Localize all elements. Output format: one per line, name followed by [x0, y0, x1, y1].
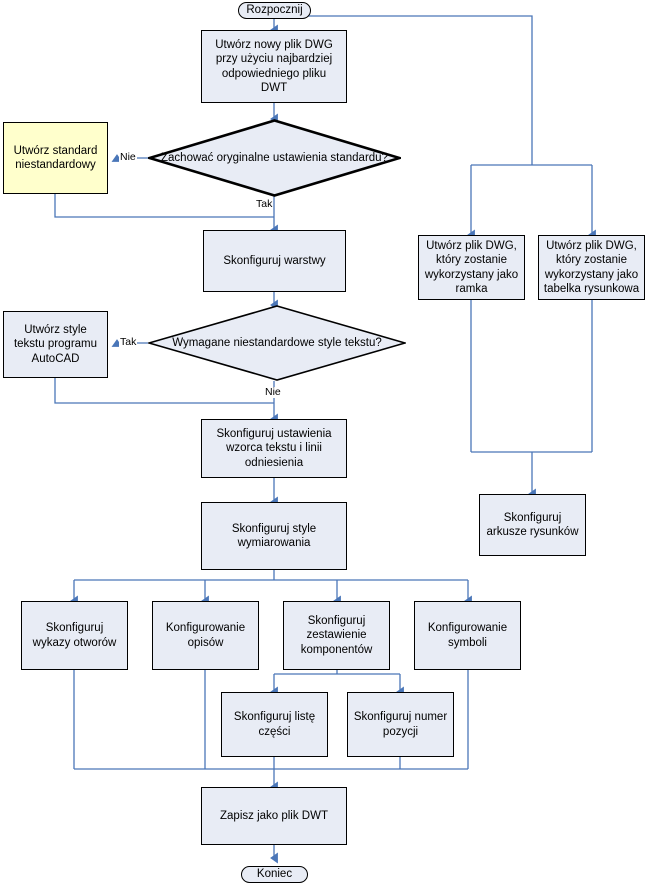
process-configure-notes-label: Konfigurowanie opisów: [165, 622, 246, 649]
process-configure-sheets[interactable]: Skonfiguruj arkusze rysunków: [479, 494, 586, 556]
wire-customstd-rejoin: [54, 194, 274, 218]
process-configure-text-leader-label: Skonfiguruj ustawienia wzorca tekstu i l…: [216, 427, 332, 469]
decision-custom-text-styles-label: Wymagane niestandardowe style tekstu?: [172, 336, 382, 349]
process-configure-layers-label: Skonfiguruj warstwy: [223, 254, 326, 267]
terminator-start[interactable]: Rozpocznij: [238, 2, 311, 19]
process-create-titleblock-dwg[interactable]: Utwórz plik DWG, który zostanie wykorzys…: [538, 235, 645, 300]
terminator-end-label: Koniec: [256, 868, 293, 881]
diamond-shape-icon: [148, 305, 406, 381]
process-create-autocad-text-styles[interactable]: Utwórz style tekstu programu AutoCAD: [3, 311, 108, 378]
edge-label-text-styles-no: Nie: [264, 386, 282, 398]
process-create-autocad-text-styles-label: Utwórz style tekstu programu AutoCAD: [13, 323, 98, 365]
process-configure-sheets-label: Skonfiguruj arkusze rysunków: [486, 511, 579, 539]
process-create-frame-dwg[interactable]: Utwórz plik DWG, który zostanie wykorzys…: [418, 235, 525, 300]
decision-custom-text-styles[interactable]: Wymagane niestandardowe style tekstu?: [148, 305, 406, 381]
process-configure-bom[interactable]: Skonfiguruj zestawienie komponentów: [283, 601, 390, 670]
process-configure-symbols-label: Konfigurowanie symboli: [427, 622, 508, 649]
edge-label-text-styles-yes: Tak: [119, 336, 138, 348]
process-configure-layers[interactable]: Skonfiguruj warstwy: [203, 230, 346, 292]
wire-acadtext-rejoin: [54, 378, 274, 404]
process-configure-parts-list[interactable]: Skonfiguruj listę części: [221, 692, 328, 757]
process-configure-bom-label: Skonfiguruj zestawienie komponentów: [300, 614, 373, 656]
process-configure-dimension-styles[interactable]: Skonfiguruj style wymiarowania: [201, 502, 347, 570]
process-configure-hole-tables-label: Skonfiguruj wykazy otworów: [32, 622, 117, 649]
wire-start-right-trunk: [277, 15, 533, 165]
process-create-titleblock-dwg-label: Utwórz plik DWG, który zostanie wykorzys…: [543, 239, 640, 296]
process-configure-text-leader[interactable]: Skonfiguruj ustawienia wzorca tekstu i l…: [201, 419, 347, 478]
process-create-new-dwg-label: Utwórz nowy plik DWG przy użyciu najbard…: [215, 38, 333, 95]
process-configure-dimension-styles-label: Skonfiguruj style wymiarowania: [231, 522, 317, 550]
terminator-end[interactable]: Koniec: [241, 866, 308, 883]
process-create-custom-standard-label: Utwórz standard niestandardowy: [13, 144, 98, 172]
process-configure-hole-tables[interactable]: Skonfiguruj wykazy otworów: [21, 601, 128, 670]
diamond-shape-icon: [148, 119, 401, 197]
edge-label-keep-standard-no: Nie: [119, 151, 137, 163]
process-create-new-dwg[interactable]: Utwórz nowy plik DWG przy użyciu najbard…: [201, 30, 347, 103]
process-create-custom-standard[interactable]: Utwórz standard niestandardowy: [3, 122, 108, 194]
terminator-start-label: Rozpocznij: [246, 4, 303, 17]
process-configure-notes[interactable]: Konfigurowanie opisów: [152, 601, 259, 670]
edge-label-keep-standard-yes: Tak: [255, 198, 274, 210]
process-save-as-dwt[interactable]: Zapisz jako plik DWT: [201, 787, 347, 845]
process-create-frame-dwg-label: Utwórz plik DWG, który zostanie wykorzys…: [424, 239, 519, 296]
decision-keep-standard-label: Zachować oryginalne ustawienia standardu…: [161, 151, 388, 164]
process-configure-item-number-label: Skonfiguruj numer pozycji: [353, 711, 448, 738]
decision-keep-standard[interactable]: Zachować oryginalne ustawienia standardu…: [148, 119, 401, 197]
process-configure-item-number[interactable]: Skonfiguruj numer pozycji: [347, 692, 454, 757]
process-configure-symbols[interactable]: Konfigurowanie symboli: [414, 601, 521, 670]
process-save-as-dwt-label: Zapisz jako plik DWT: [220, 809, 328, 822]
process-configure-parts-list-label: Skonfiguruj listę części: [233, 711, 316, 738]
